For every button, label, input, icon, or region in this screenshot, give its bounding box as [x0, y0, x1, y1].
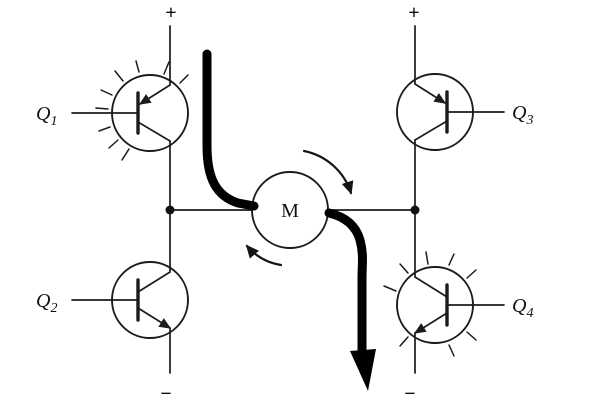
label-q1: Q1: [36, 103, 57, 129]
rotation-arrow-top: [302, 149, 354, 195]
minus-sign-right: −: [404, 383, 415, 405]
plus-sign-left: +: [165, 2, 176, 24]
q4-emitter-arrow: [413, 312, 448, 334]
motor-label: M: [281, 200, 299, 222]
current-path-out: [324, 208, 367, 355]
current-arrowhead: [350, 349, 376, 391]
transistor-q2: [71, 261, 189, 339]
transistor-q3: [396, 73, 505, 151]
q2-emitter-arrow: [137, 307, 172, 329]
motor: M: [251, 171, 329, 249]
minus-sign-left: −: [160, 383, 171, 405]
plus-sign-right: +: [408, 2, 419, 24]
left-junction-dot: [165, 205, 175, 215]
rotation-arrow-bottom: [245, 244, 283, 267]
current-path-in: [202, 49, 259, 211]
current-flow-path: [202, 49, 376, 391]
label-q4: Q4: [512, 295, 533, 321]
q1-emitter-arrow: [138, 84, 171, 105]
transistor-q4: [396, 266, 505, 344]
q3-emitter-arrow: [414, 83, 447, 104]
transistor-q1: [71, 74, 189, 152]
label-q2: Q2: [36, 290, 57, 316]
q1-conduction-glow-rays: [95, 60, 189, 161]
right-junction-dot: [410, 205, 420, 215]
q4-conduction-glow-rays: [383, 251, 477, 357]
label-q3: Q3: [512, 102, 533, 128]
